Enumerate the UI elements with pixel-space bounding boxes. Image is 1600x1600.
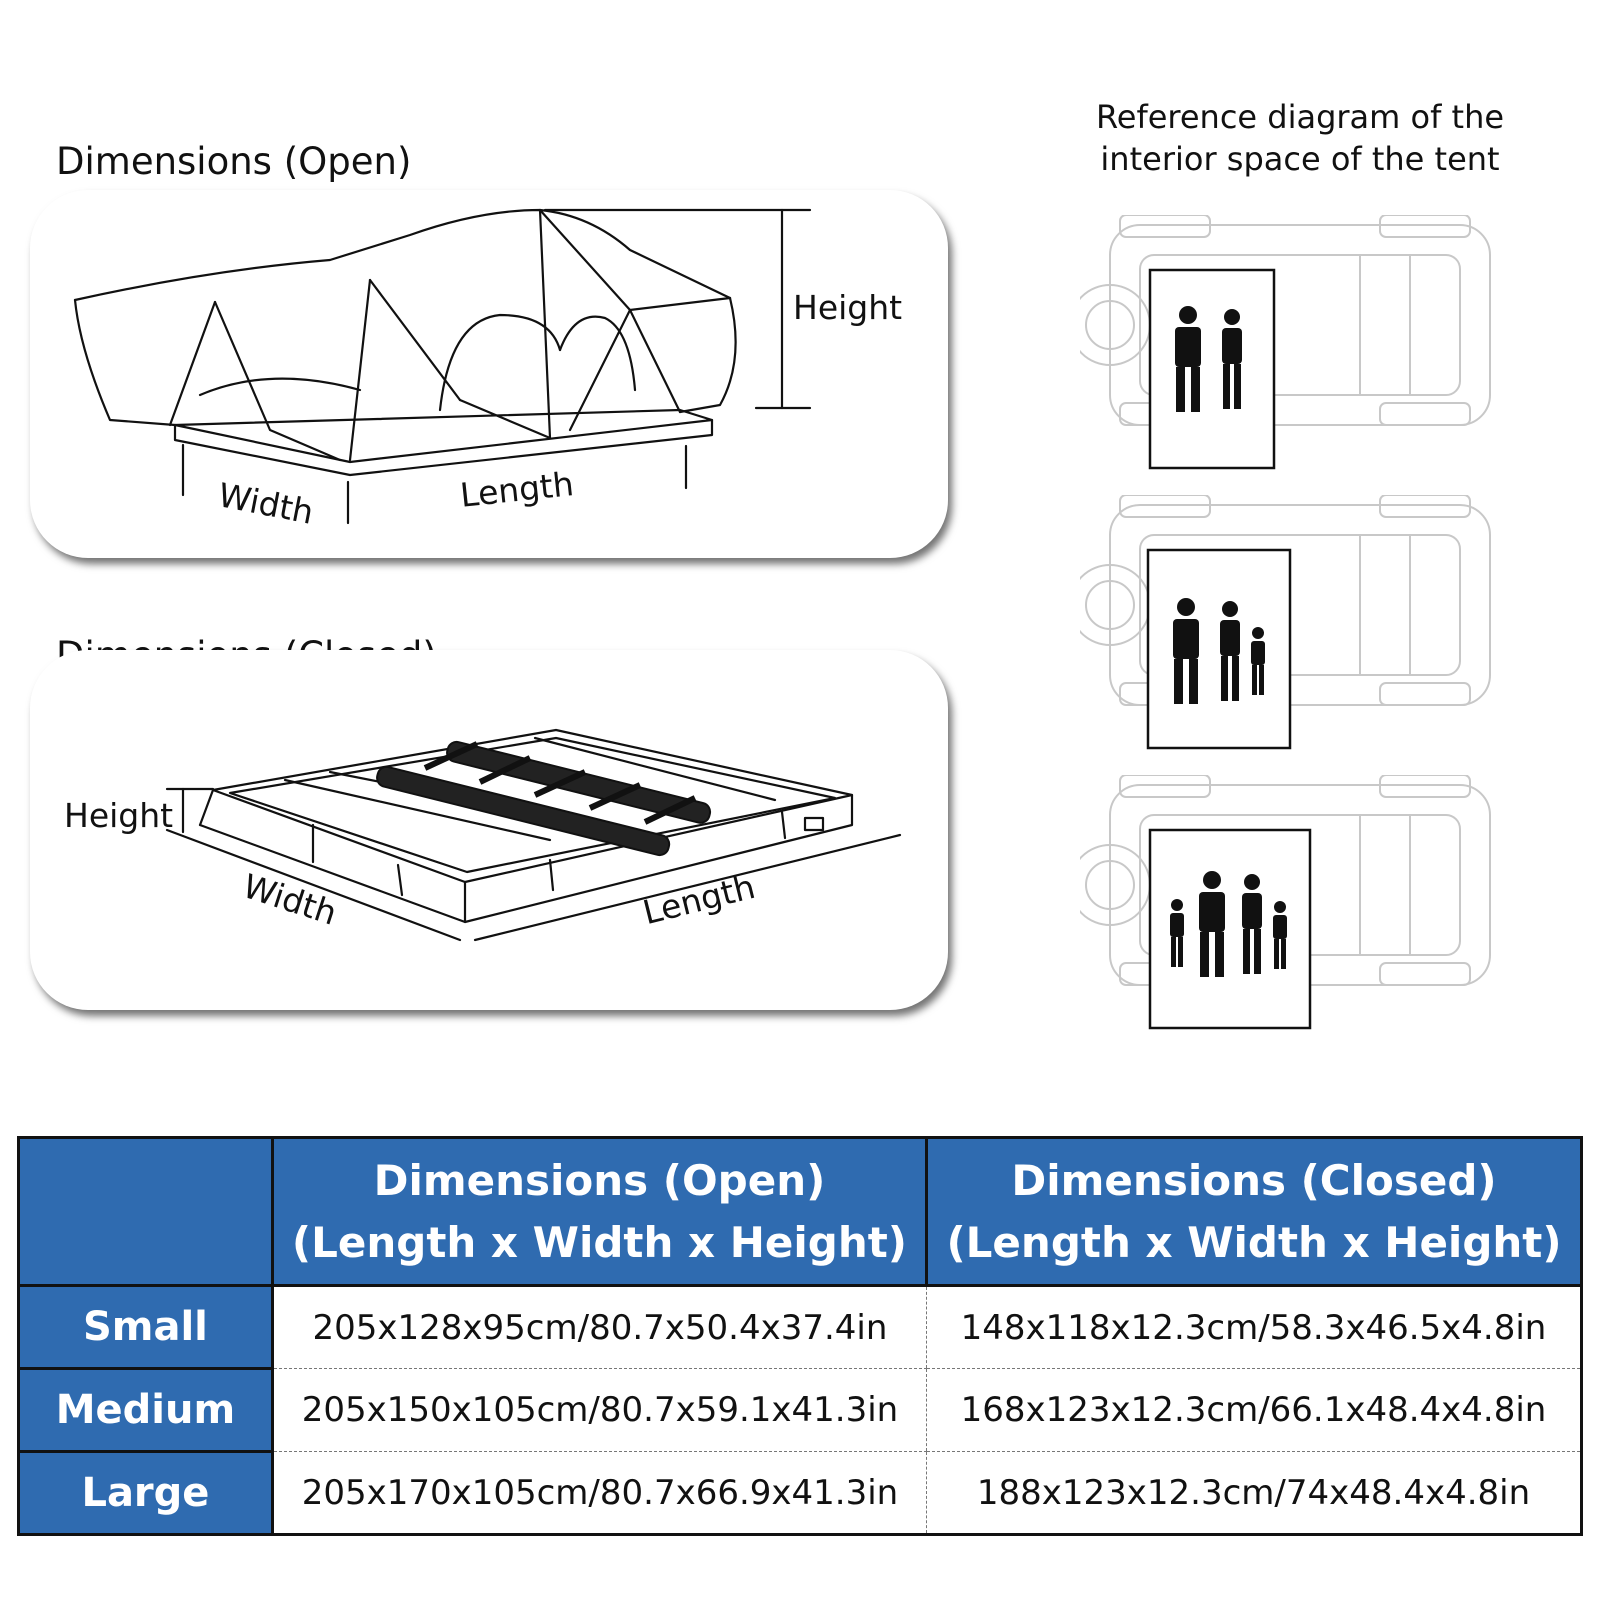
open-height-label: Height xyxy=(793,288,903,327)
closed-height-label: Height xyxy=(64,796,174,835)
reference-diagram-two-adults-one-child xyxy=(1080,495,1491,750)
open-column-header-line1: Dimensions (Open) xyxy=(373,1155,826,1205)
closed-column-header-line1: Dimensions (Closed) xyxy=(1011,1155,1497,1205)
open-tent-card: Height Width Length xyxy=(30,190,948,558)
closed-column-header: Dimensions (Closed) (Length x Width x He… xyxy=(925,1136,1583,1287)
table-row-large: Large 205x170x105cm/80.7x66.9x41.3in 188… xyxy=(18,1451,1582,1536)
open-section-title: Dimensions (Open) xyxy=(56,140,412,183)
open-dimensions-large: 205x170x105cm/80.7x66.9x41.3in xyxy=(271,1451,927,1535)
closed-dimensions-large: 188x123x12.3cm/74x48.4x4.8in xyxy=(926,1451,1582,1535)
reference-title: Reference diagram of the interior space … xyxy=(1090,96,1510,180)
closed-tent-illustration xyxy=(165,728,902,942)
dimensions-table: Dimensions (Open) (Length x Width x Heig… xyxy=(17,1136,1583,1536)
open-tent-illustration xyxy=(73,208,812,525)
size-label-medium: Medium xyxy=(18,1368,274,1453)
closed-column-header-line2: (Length x Width x Height) xyxy=(946,1217,1562,1267)
reference-diagram-two-adults-two-children xyxy=(1080,775,1491,1030)
table-row-small: Small 205x128x95cm/80.7x50.4x37.4in 148x… xyxy=(18,1285,1582,1370)
table-corner-cell xyxy=(17,1136,274,1287)
open-column-header: Dimensions (Open) (Length x Width x Heig… xyxy=(270,1136,929,1287)
table-header-row: Dimensions (Open) (Length x Width x Heig… xyxy=(17,1136,1583,1287)
closed-dimensions-small: 148x118x12.3cm/58.3x46.5x4.8in xyxy=(926,1285,1582,1369)
reference-diagram-two-adults xyxy=(1080,215,1491,470)
closed-dimensions-medium: 168x123x12.3cm/66.1x48.4x4.8in xyxy=(926,1368,1582,1452)
closed-tent-card: Height Width Length xyxy=(30,650,948,1010)
reference-title-line2: interior space of the tent xyxy=(1100,140,1500,178)
open-dimensions-medium: 205x150x105cm/80.7x59.1x41.3in xyxy=(271,1368,927,1452)
size-label-large: Large xyxy=(18,1451,274,1536)
reference-title-line1: Reference diagram of the xyxy=(1095,98,1505,136)
open-column-header-line2: (Length x Width x Height) xyxy=(291,1217,907,1267)
size-label-small: Small xyxy=(18,1285,274,1370)
table-row-medium: Medium 205x150x105cm/80.7x59.1x41.3in 16… xyxy=(18,1368,1582,1453)
open-dimensions-small: 205x128x95cm/80.7x50.4x37.4in xyxy=(271,1285,927,1369)
